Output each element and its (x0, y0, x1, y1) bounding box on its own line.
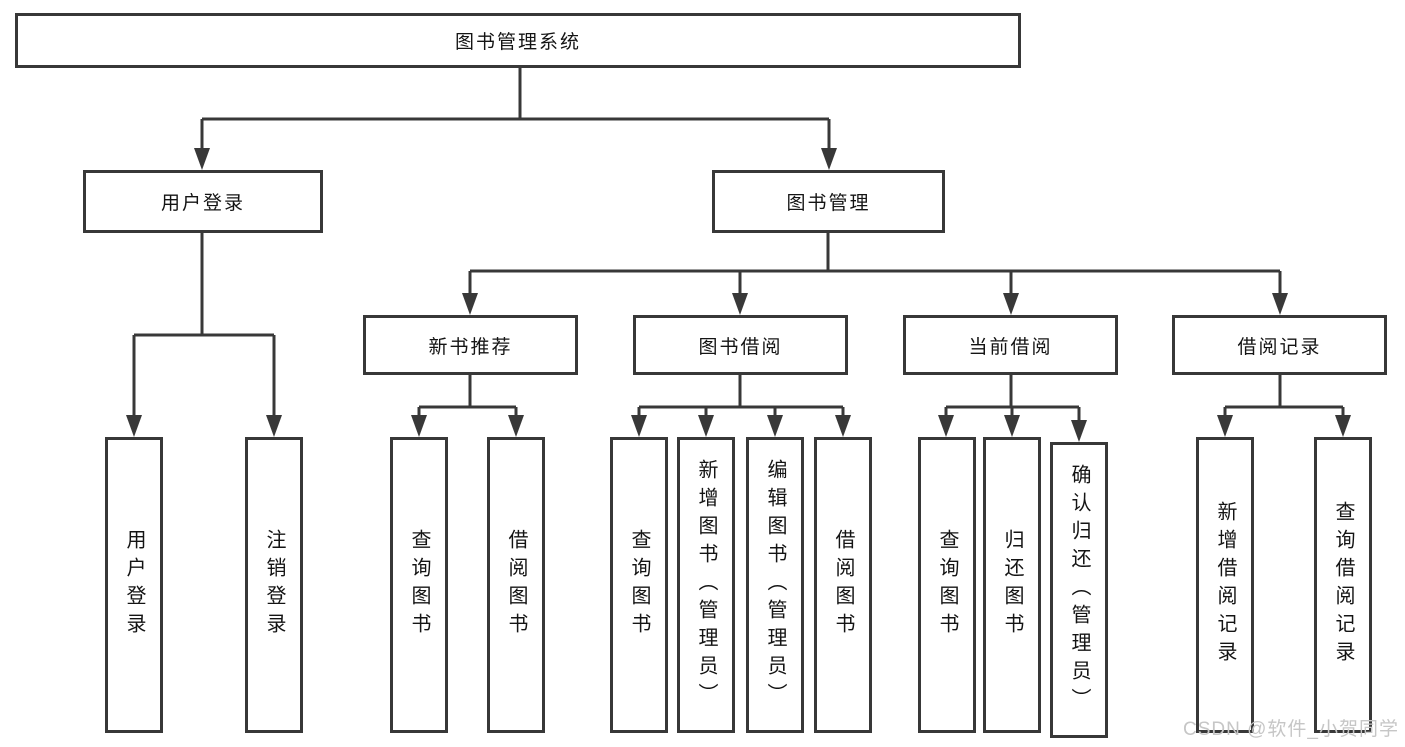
leaf-confirm-return-admin: 确认归还（管理员） (1050, 442, 1108, 738)
node-current-borrow: 当前借阅 (903, 315, 1118, 375)
leaf-add-borrow-record: 新增借阅记录 (1196, 437, 1254, 733)
leaf-label: 编辑图书（管理员） (764, 459, 786, 711)
leaf-label: 注销登录 (263, 529, 285, 641)
node-borrow-records: 借阅记录 (1172, 315, 1387, 375)
node-book-management: 图书管理 (712, 170, 945, 233)
leaf-label: 新增图书（管理员） (695, 459, 717, 711)
node-root: 图书管理系统 (15, 13, 1021, 68)
connector-borrow-records (1223, 375, 1345, 416)
leaf-search-book-recommend: 查询图书 (390, 437, 448, 733)
csdn-watermark: CSDN @软件_小贺同学 (1183, 719, 1399, 740)
connector-current-borrow (944, 375, 1081, 421)
node-new-book-recommend: 新书推荐 (363, 315, 578, 375)
connector-book-borrow (637, 375, 845, 416)
leaf-search-book-current: 查询图书 (918, 437, 976, 733)
leaf-label: 用户登录 (123, 529, 145, 641)
leaf-label: 查询图书 (936, 529, 958, 641)
leaf-label: 归还图书 (1001, 529, 1023, 641)
leaf-label: 借阅图书 (832, 529, 854, 641)
node-user-login: 用户登录 (83, 170, 323, 233)
leaf-borrow-book-recommend: 借阅图书 (487, 437, 545, 733)
leaf-borrow-book: 借阅图书 (814, 437, 872, 733)
connector-user-login (132, 233, 276, 416)
leaf-label: 新增借阅记录 (1214, 501, 1236, 669)
leaf-label: 查询图书 (408, 529, 430, 641)
leaf-label: 查询图书 (628, 529, 650, 641)
leaf-label: 查询借阅记录 (1332, 501, 1354, 669)
leaf-edit-book-admin: 编辑图书（管理员） (746, 437, 804, 733)
leaf-label: 借阅图书 (505, 529, 527, 641)
connector-root (200, 68, 831, 149)
leaf-user-login: 用户登录 (105, 437, 163, 733)
leaf-logout: 注销登录 (245, 437, 303, 733)
leaf-add-book-admin: 新增图书（管理员） (677, 437, 735, 733)
arrowheads (126, 148, 1351, 442)
leaf-label: 确认归还（管理员） (1068, 464, 1090, 716)
node-book-borrow: 图书借阅 (633, 315, 848, 375)
leaf-search-borrow-record: 查询借阅记录 (1314, 437, 1372, 733)
connector-book-management (468, 233, 1282, 294)
leaf-search-book-borrow: 查询图书 (610, 437, 668, 733)
connector-new-book-recommend (417, 375, 518, 416)
leaf-return-book: 归还图书 (983, 437, 1041, 733)
